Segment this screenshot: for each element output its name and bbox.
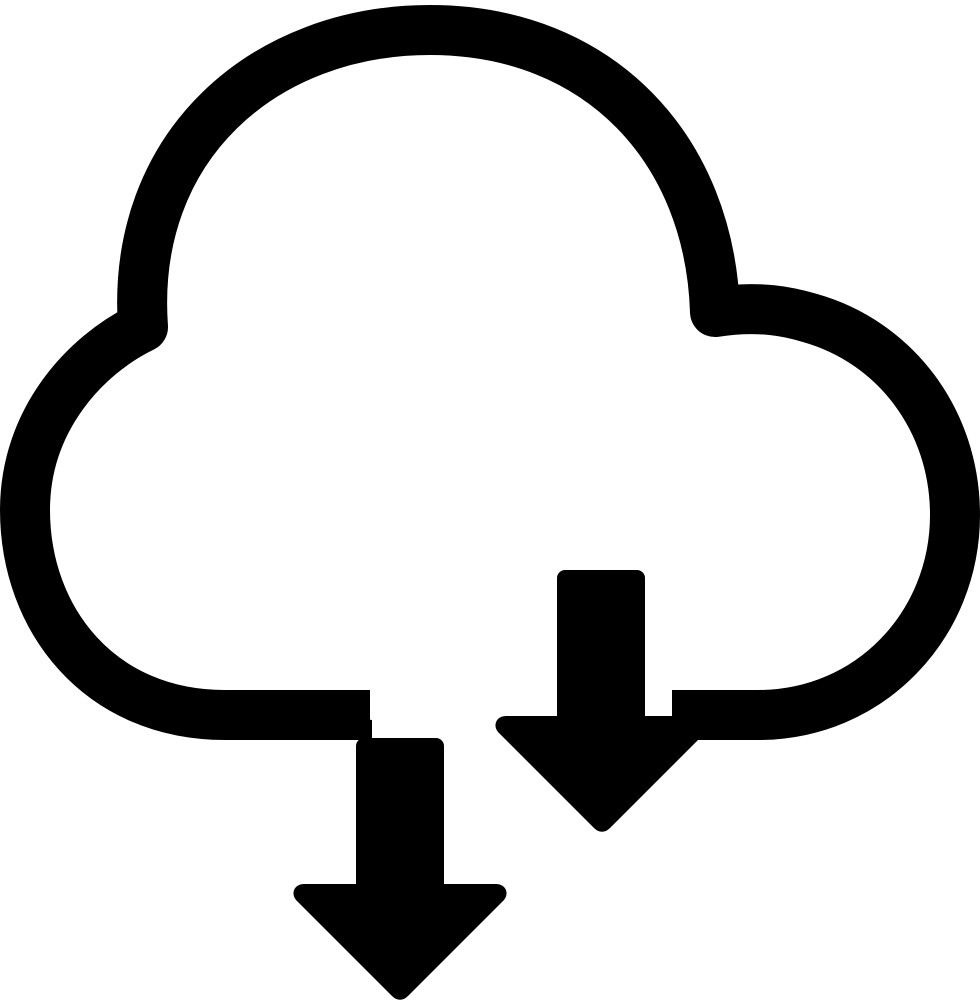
down-arrow-left bbox=[293, 738, 507, 1000]
left-notch bbox=[332, 719, 372, 740]
cloud-outline bbox=[0, 5, 980, 740]
down-arrow-right bbox=[495, 570, 709, 832]
